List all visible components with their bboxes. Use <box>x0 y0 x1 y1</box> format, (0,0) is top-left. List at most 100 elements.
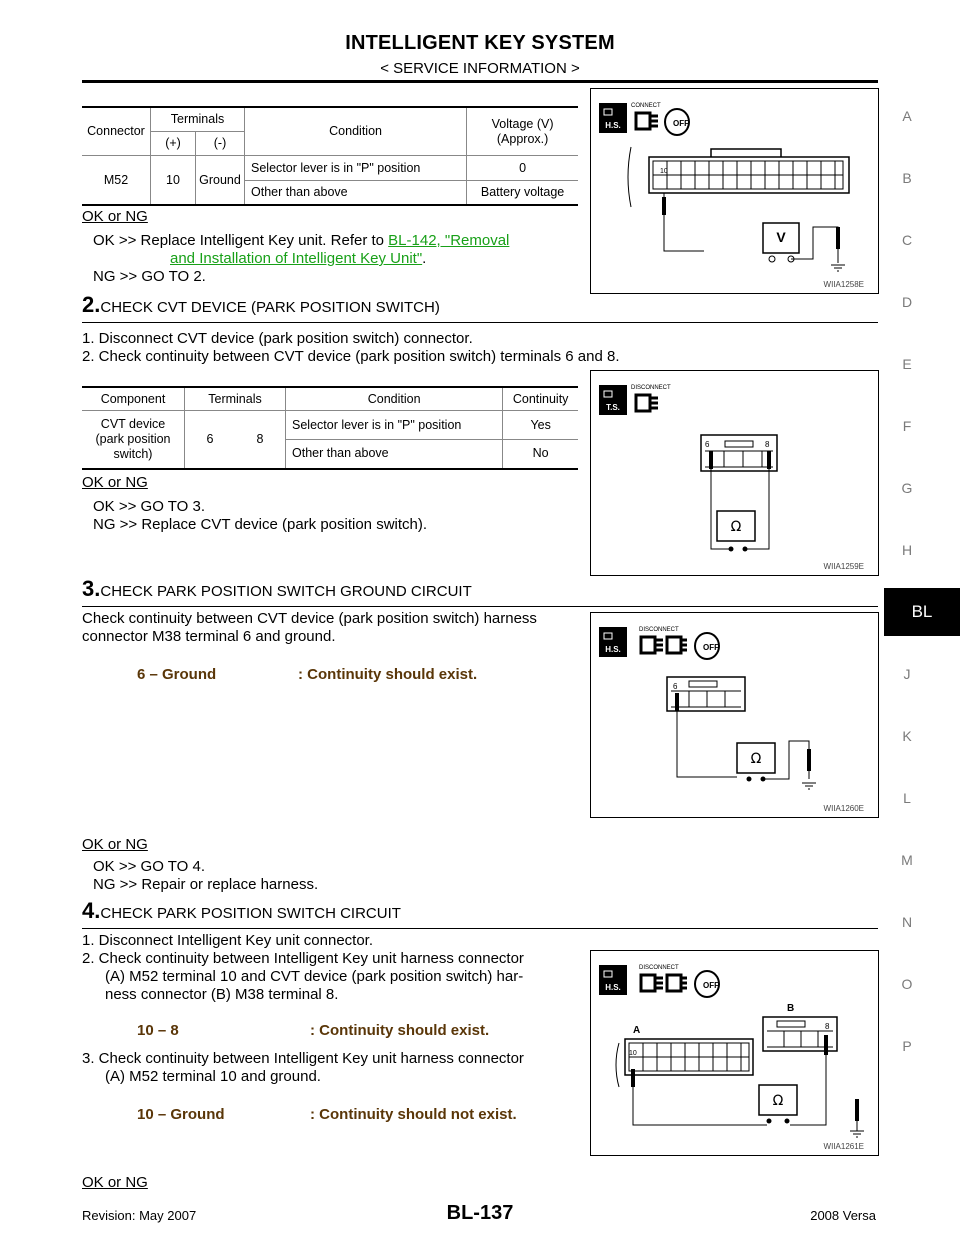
side-index-letter-l[interactable]: L <box>903 790 911 806</box>
svg-text:H.S.: H.S. <box>605 983 621 992</box>
svg-text:V: V <box>776 229 786 245</box>
cell-voltage-2: Battery voltage <box>480 184 565 199</box>
figure-cvt-continuity: T.S. DISCONNECT 6 8 Ω WIIA1259E <box>590 370 879 576</box>
voltage-table: Connector Terminals Condition Voltage (V… <box>82 106 578 206</box>
svg-text:OFF: OFF <box>703 981 719 990</box>
svg-text:OFF: OFF <box>673 119 689 128</box>
side-index-letter-b[interactable]: B <box>902 170 912 186</box>
th-plus: (+) <box>150 131 196 156</box>
connector-housing-m38 <box>666 676 746 712</box>
svg-text:Ω: Ω <box>773 1093 784 1109</box>
th-terminals: Terminals <box>150 107 245 133</box>
svg-text:T.S.: T.S. <box>606 403 620 412</box>
side-index-letter-p[interactable]: P <box>902 1038 912 1054</box>
ng-result-1: NG >> GO TO 2. <box>93 268 206 285</box>
step-4-line-1: 1. Disconnect Intelligent Key unit conne… <box>82 932 374 949</box>
svg-text:CONNECT: CONNECT <box>631 103 661 109</box>
figure-4-diagram: H.S. DISCONNECT OFF B 8 A 10 Ω <box>599 965 864 1138</box>
side-index-letter-g[interactable]: G <box>901 480 913 496</box>
voltmeter-icon <box>762 222 800 254</box>
hs-badge-icon <box>599 965 627 995</box>
ohmmeter-icon <box>736 742 776 774</box>
side-index-letter-n[interactable]: N <box>901 914 913 930</box>
ng-result-2: NG >> Replace CVT device (park position … <box>93 516 428 533</box>
step-2-heading: 2.CHECK CVT DEVICE (PARK POSITION SWITCH… <box>82 292 440 317</box>
step-3-line-1: Check continuity between CVT device (par… <box>82 610 537 627</box>
cell-connector: M52 <box>82 155 151 205</box>
step-4-line-5: 3. Check continuity between Intelligent … <box>82 1050 524 1067</box>
spec-6-ground-label: 6 – Ground <box>137 666 217 683</box>
th-terminals-2: Terminals <box>184 387 286 411</box>
cell-condition-2: Other than above <box>244 180 468 205</box>
svg-text:DISCONNECT: DISCONNECT <box>639 627 679 633</box>
side-index-letter-f[interactable]: F <box>902 418 912 434</box>
ignition-off-icon <box>664 108 690 136</box>
figure-code: WIIA1260E <box>823 804 864 813</box>
side-index-letter-a[interactable]: A <box>902 108 912 124</box>
th-voltage: Voltage (V)(Approx.) <box>491 116 554 146</box>
side-index-letter-c[interactable]: C <box>901 232 913 248</box>
ok-result-2: OK >> GO TO 3. <box>93 498 205 515</box>
cell-condition-2-1: Selector lever is in "P" position <box>285 410 504 440</box>
side-index-letter-h[interactable]: H <box>901 542 913 558</box>
ts-badge-icon <box>599 385 627 415</box>
side-index-letter-j[interactable]: J <box>903 666 911 682</box>
ground-symbol <box>850 1130 864 1138</box>
header-rule <box>82 80 878 83</box>
step-3-rule <box>82 606 878 607</box>
svg-text:Ω: Ω <box>751 751 762 767</box>
ohmmeter-icon <box>716 510 756 542</box>
th-condition-2: Condition <box>285 387 504 411</box>
ng-result-3: NG >> Repair or replace harness. <box>93 876 319 893</box>
step-4-line-2: 2. Check continuity between Intelligent … <box>82 950 524 967</box>
cell-condition-1: Selector lever is in "P" position <box>244 155 468 181</box>
svg-text:8: 8 <box>765 440 770 449</box>
svg-text:DISCONNECT: DISCONNECT <box>639 965 679 971</box>
svg-text:DISCONNECT: DISCONNECT <box>631 385 671 391</box>
figure-1-diagram: H.S. CONNECT OFF 10 V <box>599 103 850 272</box>
spec-10-ground-value: : Continuity should not exist. <box>310 1106 517 1123</box>
ok-result-1-cont: and Installation of Intelligent Key Unit… <box>170 250 427 267</box>
step-3-line-2: connector M38 terminal 6 and ground. <box>82 628 336 645</box>
side-index-letter-o[interactable]: O <box>901 976 913 992</box>
step-4-line-6: (A) M52 terminal 10 and ground. <box>105 1068 321 1085</box>
side-index-letter-e[interactable]: E <box>902 356 912 372</box>
figure-connect-voltmeter: H.S. CONNECT OFF 10 V WIIA1258E <box>590 88 879 294</box>
cell-plus: 10 <box>150 155 196 205</box>
svg-text:A: A <box>633 1025 640 1036</box>
cell-continuity-2: No <box>532 446 549 461</box>
side-index-letter-k[interactable]: K <box>902 728 912 744</box>
step-2-rule <box>82 322 878 323</box>
side-index-letter-d[interactable]: D <box>901 294 913 310</box>
svg-text:B: B <box>787 1003 794 1014</box>
continuity-table-cvt: Component Terminals Condition Continuity… <box>82 386 578 470</box>
figure-ground-continuity: H.S. DISCONNECT OFF 6 Ω WIIA1260E <box>590 612 879 818</box>
cell-continuity-1: Yes <box>530 417 551 432</box>
ok-or-ng-1: OK or NG <box>82 208 148 225</box>
side-index-active-tab[interactable]: BL <box>884 588 960 636</box>
ground-symbol <box>831 264 845 272</box>
step-4-line-3: (A) M52 terminal 10 and CVT device (park… <box>105 968 524 985</box>
page-subtitle: < SERVICE INFORMATION > <box>380 60 580 77</box>
cell-voltage-1: 0 <box>519 160 527 175</box>
spec-10-ground-label: 10 – Ground <box>137 1106 225 1123</box>
probe-positive <box>662 197 666 215</box>
footer-revision: Revision: May 2007 <box>82 1208 197 1223</box>
link-bl142-installation[interactable]: and Installation of Intelligent Key Unit… <box>170 250 423 267</box>
side-index-letter-m[interactable]: M <box>901 852 913 868</box>
svg-text:OFF: OFF <box>703 643 719 652</box>
figure-switch-circuit: H.S. DISCONNECT OFF B 8 A 10 Ω WIIA1261E <box>590 950 879 1156</box>
svg-text:H.S.: H.S. <box>605 121 621 130</box>
probe-terminal-8 <box>767 451 771 469</box>
svg-text:10: 10 <box>660 168 668 175</box>
th-minus: (-) <box>195 131 245 156</box>
cell-terminal-a: 6 <box>206 432 214 447</box>
spec-10-8-value: : Continuity should exist. <box>310 1022 490 1039</box>
hs-badge-icon <box>599 627 627 657</box>
step-4-rule <box>82 928 878 929</box>
link-bl142-removal[interactable]: BL-142, "Removal <box>388 232 510 249</box>
probe-terminal-6 <box>709 451 713 469</box>
step-4-heading: 4.CHECK PARK POSITION SWITCH CIRCUIT <box>82 898 401 923</box>
footer-model: 2008 Versa <box>810 1208 876 1223</box>
th-condition: Condition <box>244 107 468 156</box>
